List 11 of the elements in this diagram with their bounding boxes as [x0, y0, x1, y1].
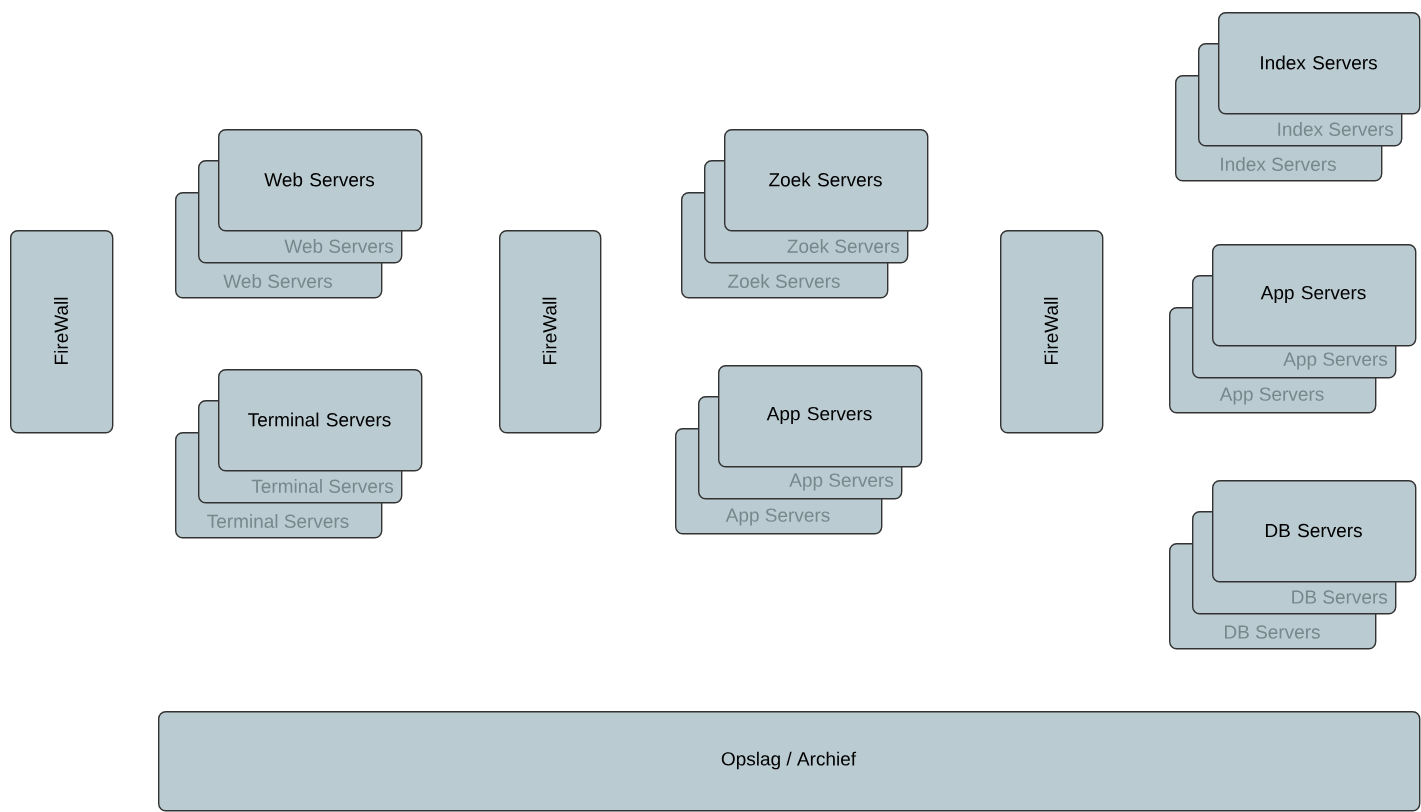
server-box: App Servers [718, 365, 923, 468]
firewall-box: FireWall [10, 230, 114, 434]
server-box: Web Servers [218, 129, 423, 232]
firewall-box: FireWall [1000, 230, 1104, 434]
server-box: App Servers [1212, 244, 1417, 347]
server-box: Index Servers [1218, 12, 1421, 115]
server-box: Terminal Servers [218, 369, 423, 472]
server-box: DB Servers [1212, 480, 1417, 583]
firewall-box: FireWall [499, 230, 602, 434]
server-box: Zoek Servers [724, 129, 929, 232]
storage-band: Opslag / Archief [158, 711, 1421, 812]
